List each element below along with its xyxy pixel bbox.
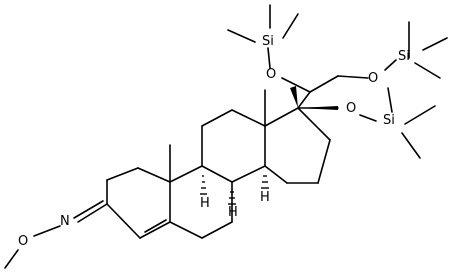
atom-labels: Si O O Si O Si N O H H H (18, 34, 410, 249)
atom-o-c17: O (346, 101, 356, 116)
atom-h-c9: H (228, 205, 238, 220)
atom-o-oxime: O (18, 234, 28, 249)
atom-si-right-top: Si (398, 49, 410, 64)
atom-n-oxime: N (60, 214, 70, 229)
atom-h-c8: H (200, 196, 210, 211)
atom-si-top: Si (262, 34, 274, 49)
atom-o-top: O (266, 67, 276, 82)
atom-si-right-mid: Si (383, 113, 395, 128)
atom-h-c14: H (260, 190, 270, 205)
bond-lines (4, 4, 448, 269)
wedge-bonds (290, 86, 338, 110)
hashed-bonds (200, 175, 269, 205)
atom-o-chain: O (368, 71, 378, 86)
